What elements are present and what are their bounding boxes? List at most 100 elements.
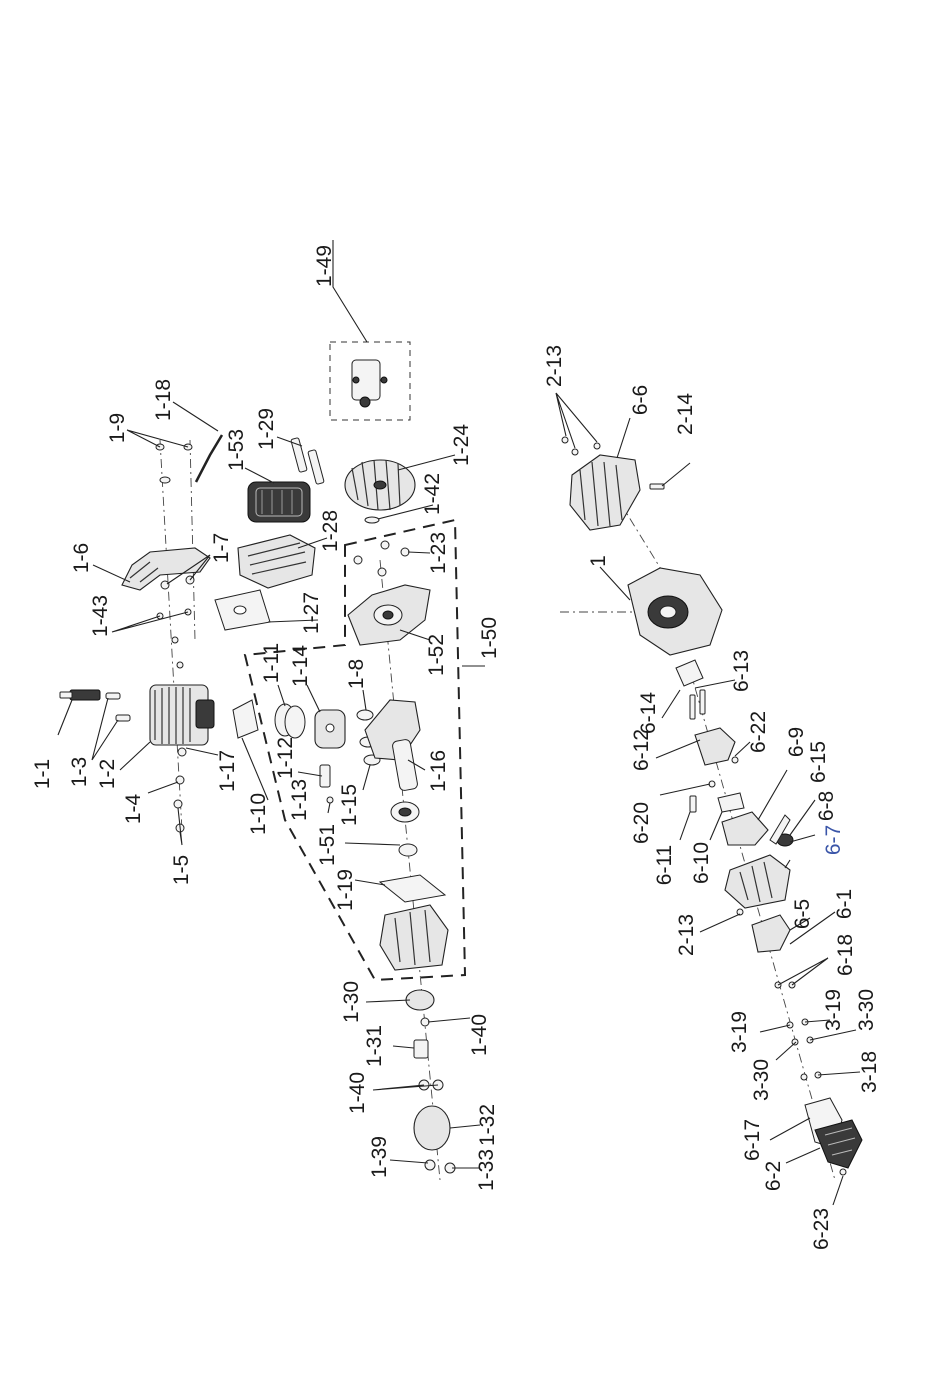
label-1-53: 1-53 bbox=[225, 429, 248, 471]
label-1-49: 1-49 bbox=[313, 245, 336, 287]
label-1-11: 1-11 bbox=[260, 643, 283, 683]
part-1-1-spark-plug bbox=[59, 689, 101, 701]
part-6-22-screw bbox=[731, 756, 739, 764]
label-6-8: 6-8 bbox=[815, 791, 838, 821]
part-1-11-ring-b bbox=[284, 705, 306, 739]
label-1-10: 1-10 bbox=[247, 793, 270, 835]
part-6-7-airbox bbox=[724, 854, 791, 909]
label-1-50: 1-50 bbox=[478, 617, 501, 659]
label-1-40: 1-40 bbox=[346, 1072, 369, 1114]
label-1-28: 1-28 bbox=[319, 510, 342, 552]
label-6-1: 6-1 bbox=[833, 889, 856, 919]
label-1-14: 1-14 bbox=[289, 645, 312, 687]
part-3-30-washer-a bbox=[791, 1038, 799, 1046]
parts bbox=[59, 359, 863, 1176]
part-1-42-key bbox=[364, 516, 380, 524]
label-1-13: 1-13 bbox=[288, 779, 311, 821]
part-1-23-screw-d bbox=[377, 567, 387, 577]
label-1-1: 1-1 bbox=[31, 759, 54, 789]
part-6-14-gasket bbox=[675, 659, 704, 687]
part-1-51-plate bbox=[390, 801, 420, 857]
label-6-13: 6-13 bbox=[730, 650, 753, 692]
label-1-51: 1-51 bbox=[316, 824, 339, 866]
part-1-17-nut bbox=[177, 747, 187, 757]
label-6-18: 6-18 bbox=[834, 934, 857, 976]
part-1-23-screw-c bbox=[400, 547, 410, 557]
part-1-5-nut-a bbox=[173, 799, 183, 809]
part-crankcase-lower bbox=[379, 904, 449, 971]
label-6-9: 6-9 bbox=[785, 727, 808, 757]
label-2-13: 2-13 bbox=[543, 345, 566, 387]
part-1-engine bbox=[627, 567, 723, 656]
part-1-49-kit bbox=[351, 359, 388, 408]
part-6-15-lever bbox=[769, 814, 791, 845]
label-6-7: 6-7 bbox=[822, 825, 845, 855]
label-6-14: 6-14 bbox=[637, 692, 660, 734]
part-1-19-gasket bbox=[378, 874, 447, 903]
part-2-13-screw-a bbox=[561, 436, 569, 444]
label-1-15: 1-15 bbox=[338, 784, 361, 826]
part-6-12-carb bbox=[694, 727, 736, 766]
label-1-4: 1-4 bbox=[122, 794, 145, 825]
label-1-18: 1-18 bbox=[152, 379, 175, 421]
label-1-43: 1-43 bbox=[89, 595, 112, 637]
label-1: 1 bbox=[587, 555, 610, 567]
label-3-19: 3-19 bbox=[728, 1011, 751, 1053]
kit-box-1-49 bbox=[329, 341, 411, 421]
label-1-6: 1-6 bbox=[70, 543, 93, 573]
label-1-52: 1-52 bbox=[425, 634, 448, 676]
label-6-22: 6-22 bbox=[747, 711, 770, 753]
label-1-8: 1-8 bbox=[345, 659, 368, 689]
label-6-2: 6-2 bbox=[762, 1161, 785, 1191]
label-1-40: 1-40 bbox=[468, 1014, 491, 1056]
label-1-30: 1-30 bbox=[340, 981, 363, 1023]
part-3-18-nut-a bbox=[800, 1073, 808, 1081]
label-1-16: 1-16 bbox=[427, 750, 450, 792]
label-1-5: 1-5 bbox=[170, 855, 193, 885]
label-6-6: 6-6 bbox=[629, 385, 652, 415]
label-1-7: 1-7 bbox=[210, 533, 233, 563]
label-6-11: 6-11 bbox=[653, 845, 676, 885]
part-1-16-crankshaft bbox=[364, 699, 421, 791]
label-6-10: 6-10 bbox=[690, 842, 713, 884]
part-1-3-bolt-b bbox=[115, 714, 131, 722]
label-1-39: 1-39 bbox=[368, 1136, 391, 1178]
label-1-23: 1-23 bbox=[427, 532, 450, 574]
label-1-24: 1-24 bbox=[450, 424, 473, 466]
callout-labels: 1-49 2-13 6-6 2-14 1-18 1-9 1-29 1-53 1-… bbox=[31, 245, 881, 1250]
label-6-5: 6-5 bbox=[791, 899, 814, 929]
label-1-12: 1-12 bbox=[274, 737, 297, 779]
part-1-52-crankcase bbox=[347, 584, 431, 646]
part-1-24-flywheel bbox=[344, 459, 416, 511]
part-1-28-cover bbox=[237, 534, 316, 589]
label-1-17: 1-17 bbox=[216, 750, 239, 792]
part-1-30-pawl bbox=[405, 989, 435, 1011]
part-small-a bbox=[171, 636, 179, 644]
part-1-53-filter bbox=[247, 481, 311, 523]
part-1-23-screw-b bbox=[380, 540, 390, 550]
part-2-13-screw-c bbox=[593, 442, 601, 450]
part-1-31-bolt bbox=[413, 1039, 429, 1059]
part-1-29-bolts bbox=[290, 437, 325, 485]
part-1-27-gasket bbox=[214, 589, 271, 631]
part-6-5-plate bbox=[751, 914, 791, 953]
part-1-8-bearing bbox=[356, 709, 374, 721]
part-6-13-stud-b bbox=[699, 689, 706, 715]
label-1-31: 1-31 bbox=[363, 1025, 386, 1067]
label-1-32: 1-32 bbox=[476, 1104, 499, 1146]
part-6-9-carb-body bbox=[721, 811, 769, 846]
label-1-9: 1-9 bbox=[106, 413, 129, 443]
part-6-2-filter-cover bbox=[814, 1119, 863, 1169]
label-1-3: 1-3 bbox=[68, 757, 91, 787]
label-3-30: 3-30 bbox=[855, 989, 878, 1031]
label-1-27: 1-27 bbox=[300, 592, 323, 634]
part-1-40-washer-a bbox=[420, 1017, 430, 1027]
label-1-19: 1-19 bbox=[334, 869, 357, 911]
part-6-23-screw bbox=[839, 1168, 847, 1176]
part-2-14-bolt bbox=[649, 483, 665, 490]
label-6-23: 6-23 bbox=[810, 1208, 833, 1250]
part-1-39-screw bbox=[424, 1159, 436, 1171]
label-3-19: 3-19 bbox=[822, 989, 845, 1031]
part-1-3-bolt-a bbox=[105, 692, 121, 700]
